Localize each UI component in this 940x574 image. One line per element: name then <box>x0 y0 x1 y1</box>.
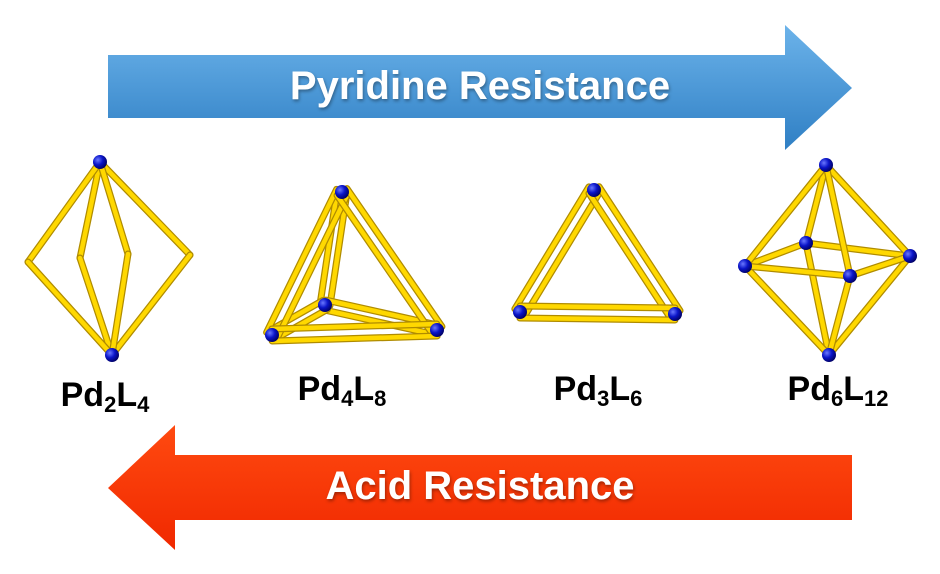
ligand-rod-highlight <box>77 255 115 358</box>
ligand-rod-highlight <box>586 191 673 320</box>
palladium-atom <box>105 348 119 362</box>
ligand-rod-highlight <box>522 190 602 318</box>
ligand-rod-highlight <box>826 273 853 358</box>
palladium-atom <box>738 259 752 273</box>
ligand-rod-highlight <box>803 240 913 259</box>
pd2l4-label: Pd2L4 <box>60 376 150 417</box>
ligand-rod-highlight <box>742 240 809 269</box>
acid-resistance-arrow <box>108 425 852 550</box>
ligand-rod-highlight <box>517 315 678 323</box>
palladium-atom <box>903 249 917 263</box>
ligand-rod-highlight <box>25 159 103 265</box>
ligand-rod-highlight <box>317 189 340 307</box>
palladium-atom <box>513 305 527 319</box>
palladium-atom <box>265 328 279 342</box>
ligand-rod-highlight <box>334 193 435 336</box>
palladium-atom <box>799 236 813 250</box>
palladium-atom <box>335 185 349 199</box>
pd6l12-label: Pd6L12 <box>787 370 889 411</box>
ligand-rod-highlight <box>269 333 440 344</box>
pd3l6-label: Pd3L6 <box>553 370 643 411</box>
ligand-rod-highlight <box>803 162 829 246</box>
palladium-atom <box>668 307 682 321</box>
ligand-rod-highlight <box>823 162 853 279</box>
ligand-rod-highlight <box>25 259 115 358</box>
ligand-rod-highlight <box>77 159 103 261</box>
ligand-rod-highlight <box>596 184 683 313</box>
palladium-atom <box>318 298 332 312</box>
palladium-atom <box>430 323 444 337</box>
acid-resistance-label: Acid Resistance <box>325 464 635 508</box>
ligand-rod-highlight <box>826 253 913 358</box>
ligand-rod-highlight <box>109 252 193 358</box>
palladium-atom <box>822 348 836 362</box>
ligand-rod-highlight <box>275 192 350 340</box>
ligand-rod-highlight <box>109 251 131 358</box>
ligand-rod-highlight <box>517 303 678 311</box>
ligand-rod-highlight <box>264 187 339 335</box>
ligand-rod-highlight <box>742 263 832 358</box>
ligand-rod-highlight <box>344 186 445 329</box>
ligand-rod-highlight <box>803 240 832 358</box>
ligand-rod-highlight <box>97 159 193 258</box>
ligand-rod-highlight <box>512 184 592 312</box>
ligand-rod-highlight <box>272 307 330 342</box>
ligand-rod-highlight <box>97 159 131 257</box>
ligand-rod-highlight <box>742 263 853 279</box>
pyridine-resistance-label: Pyridine Resistance <box>289 64 671 108</box>
palladium-atom <box>93 155 107 169</box>
ligand-rod-highlight <box>847 253 913 279</box>
palladium-atom <box>587 183 601 197</box>
pd4l8-label: Pd4L8 <box>297 370 387 411</box>
palladium-atom <box>843 269 857 283</box>
ligand-rod-highlight <box>742 162 829 269</box>
ligand-rod-highlight <box>823 162 913 259</box>
pyridine-resistance-arrow <box>108 25 852 150</box>
ligand-rod-highlight <box>269 321 440 332</box>
palladium-atom <box>819 158 833 172</box>
